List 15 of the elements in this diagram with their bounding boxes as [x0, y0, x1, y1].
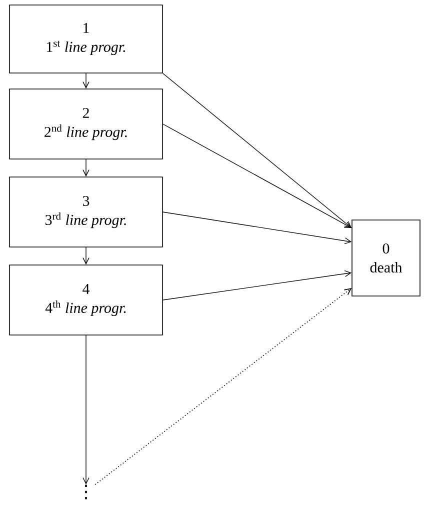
arrow — [94, 288, 352, 485]
arrow — [162, 212, 352, 244]
arrow — [82, 159, 90, 177]
arrow — [162, 124, 352, 228]
state-box: 2 2$^{nd}$ line progr. — [9, 88, 163, 160]
state-box: 3 3$^{rd}$ line progr. — [9, 176, 163, 248]
state-box: 4 4$^{th}$ line progr. — [9, 264, 163, 336]
state-box: 1 1$^{st}$ line progr. — [9, 4, 163, 74]
arrow — [82, 335, 90, 485]
arrow — [162, 270, 352, 300]
arrow — [82, 73, 90, 89]
continuation-dots: ⋮ — [85, 484, 87, 500]
arrow — [162, 73, 352, 228]
arrow — [82, 247, 90, 265]
state-box: 0 death — [352, 220, 420, 296]
